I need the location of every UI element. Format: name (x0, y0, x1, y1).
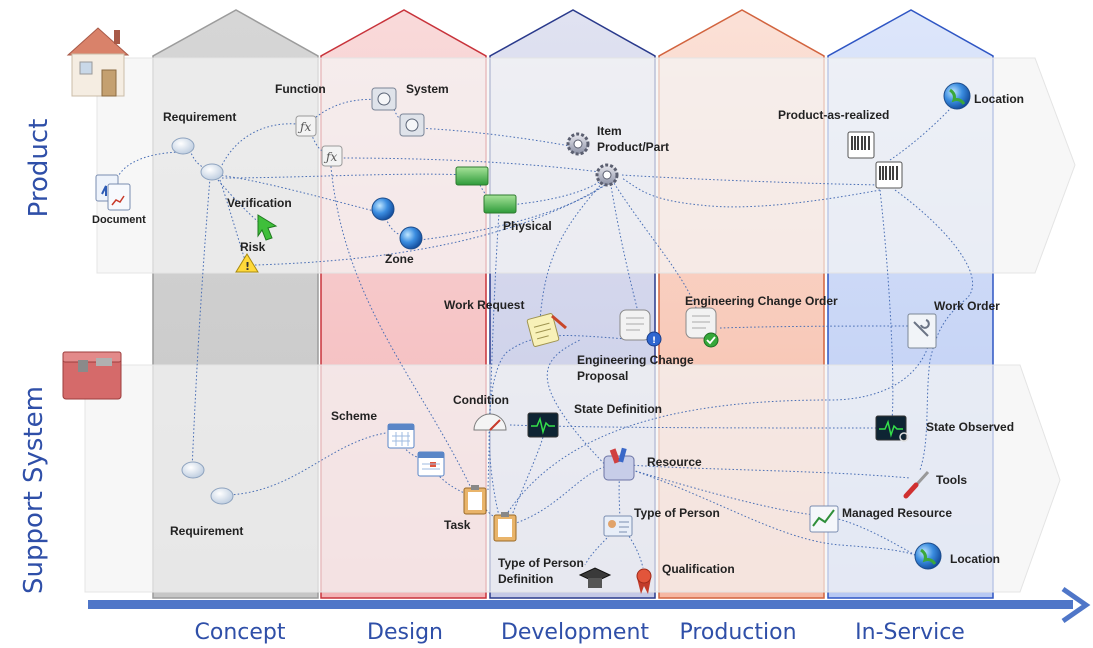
product-band (96, 57, 1076, 274)
svg-text:!: ! (652, 336, 656, 346)
timeline-arrow (88, 586, 1091, 624)
support-band (84, 364, 1061, 593)
gear-icon (566, 132, 619, 187)
system-icon (371, 87, 425, 137)
label-verification: Verification (227, 196, 292, 210)
svg-text:ƒx: ƒx (323, 150, 337, 164)
phase-label-development: Development (500, 620, 650, 645)
label-scheme: Scheme (331, 409, 378, 423)
label-product-part: Product/Part (597, 140, 670, 154)
physical-icon (455, 166, 517, 214)
label-item: Item (597, 124, 622, 138)
condition-gauge-icon (473, 413, 507, 431)
label-resource: Resource (647, 455, 702, 469)
label-tools: Tools (936, 473, 968, 487)
phase-label-in-service: In-Service (855, 620, 965, 645)
label-work-order: Work Order (934, 299, 1000, 313)
label-support-location: Location (950, 552, 1000, 566)
row-label-support-system: Support System (19, 386, 49, 594)
label-engineering-change-proposal-line2: Proposal (577, 369, 629, 383)
label-engineering-change-proposal-line1: Engineering Change (577, 353, 694, 367)
zone-globe-icon (371, 197, 423, 250)
document-icon (95, 174, 131, 211)
label-state-observed: State Observed (926, 420, 1015, 434)
engineering-change-proposal-icon: ! (619, 309, 662, 347)
label-qualification: Qualification (662, 562, 735, 576)
label-condition: Condition (453, 393, 509, 407)
task-clipboard-icon (463, 485, 517, 542)
state-definition-monitor-icon (527, 412, 559, 438)
label-product-as-realized: Product-as-realized (778, 108, 890, 122)
phase-label-concept: Concept (194, 620, 286, 645)
tools-screwdriver-icon (903, 470, 930, 499)
managed-resource-chart-icon (809, 505, 839, 533)
scheme-calendar-icon (387, 423, 445, 477)
type-of-person-card-icon (603, 515, 633, 537)
toolbox-icon (62, 351, 122, 400)
engineering-change-order-icon (685, 307, 719, 348)
phase-label-production: Production (679, 620, 797, 645)
barcode-icon (847, 131, 903, 189)
graduation-cap-icon (578, 567, 612, 588)
label-location: Location (974, 92, 1024, 106)
label-document: Document (92, 214, 146, 226)
label-managed-resource: Managed Resource (842, 506, 953, 520)
svg-text:ƒx: ƒx (297, 120, 311, 134)
requirement-cloud-icon (171, 137, 224, 181)
label-type-of-person-definition-line2: Definition (498, 572, 554, 586)
state-observed-monitor-icon (875, 415, 909, 442)
support-location-globe-icon (914, 542, 942, 570)
qualification-ribbon-icon (636, 568, 652, 594)
label-type-of-person: Type of Person (634, 506, 720, 520)
work-request-icon (526, 313, 567, 347)
house-icon (66, 27, 130, 97)
label-requirement: Requirement (163, 110, 237, 124)
label-engineering-change-order: Engineering Change Order (685, 294, 838, 308)
label-state-definition: State Definition (574, 402, 663, 416)
label-zone: Zone (385, 252, 414, 266)
resource-icon (603, 447, 635, 481)
label-work-request: Work Request (444, 298, 525, 312)
label-system: System (406, 82, 449, 96)
label-risk: Risk (240, 240, 266, 254)
work-order-icon (907, 313, 937, 349)
location-globe-icon (943, 82, 971, 110)
svg-text:!: ! (245, 260, 250, 273)
phase-label-design: Design (367, 620, 443, 645)
verification-icon (257, 214, 278, 241)
support-requirement-cloud-icon (181, 461, 234, 505)
label-support-requirement: Requirement (170, 524, 244, 538)
label-type-of-person-definition-line1: Type of Person (498, 556, 584, 570)
label-physical: Physical (503, 219, 552, 233)
label-task: Task (444, 518, 471, 532)
risk-warning-icon: ! (235, 253, 259, 273)
function-icon: ƒx ƒx (295, 115, 343, 167)
row-label-product: Product (24, 118, 54, 218)
label-function: Function (275, 82, 326, 96)
